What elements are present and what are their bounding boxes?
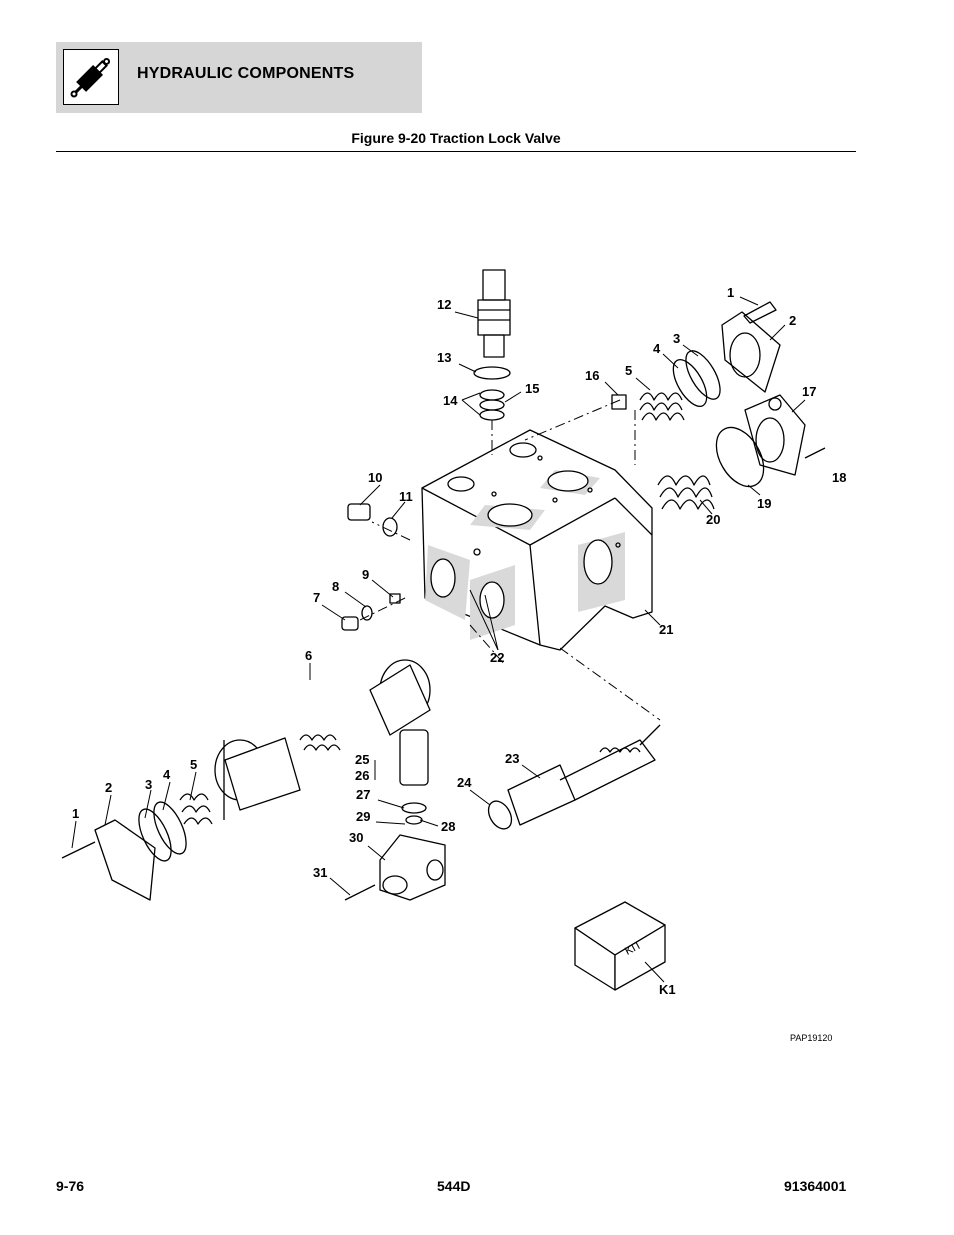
callout-29: 29 — [356, 809, 370, 824]
callout-20: 20 — [706, 512, 720, 527]
callout-12: 12 — [437, 297, 451, 312]
callout-22: 22 — [490, 650, 504, 665]
callout-8: 8 — [332, 579, 339, 594]
callout-4-right: 4 — [653, 341, 661, 356]
callout-2-right: 2 — [789, 313, 796, 328]
callout-28: 28 — [441, 819, 455, 834]
callout-26: 26 — [355, 768, 369, 783]
callout-3-left: 3 — [145, 777, 152, 792]
callout-16: 16 — [585, 368, 599, 383]
cartridge-valve — [477, 269, 511, 358]
callout-11: 11 — [399, 489, 413, 504]
callout-31: 31 — [313, 865, 327, 880]
header-rule — [56, 151, 856, 152]
model-number: 544D — [437, 1178, 471, 1194]
solenoid-cartridge — [399, 729, 429, 825]
callout-14: 14 — [443, 393, 458, 408]
callout-9: 9 — [362, 567, 369, 582]
callout-15: 15 — [525, 381, 539, 396]
callout-24: 24 — [457, 775, 472, 790]
callout-10: 10 — [368, 470, 382, 485]
page-number: 9-76 — [56, 1178, 85, 1194]
callout-18: 18 — [832, 470, 846, 485]
callout-2-left: 2 — [105, 780, 112, 795]
callout-30: 30 — [349, 830, 363, 845]
hydraulic-cylinder-icon — [63, 49, 119, 105]
callout-5-right: 5 — [625, 363, 632, 378]
drawing-id: PAP19120 — [790, 1033, 832, 1043]
callout-1-right: 1 — [727, 285, 734, 300]
callout-27: 27 — [356, 787, 370, 802]
spool-23 — [507, 724, 661, 826]
callout-23: 23 — [505, 751, 519, 766]
flange-17 — [744, 394, 806, 476]
callout-3-right: 3 — [673, 331, 680, 346]
figure-title: Figure 9-20 Traction Lock Valve — [351, 130, 561, 146]
callout-21: 21 — [659, 622, 673, 637]
document-number: 91364001 — [784, 1178, 847, 1194]
kit-box — [574, 901, 666, 991]
callout-k1: K1 — [659, 982, 676, 997]
callout-4-left: 4 — [163, 767, 171, 782]
section-title: HYDRAULIC COMPONENTS — [137, 65, 355, 82]
callout-5-left: 5 — [190, 757, 197, 772]
callout-13: 13 — [437, 350, 451, 365]
callout-6: 6 — [305, 648, 312, 663]
callout-19: 19 — [757, 496, 771, 511]
adapter-body-30 — [379, 834, 446, 901]
callout-17: 17 — [802, 384, 816, 399]
valve-body — [421, 429, 653, 651]
sleeve-assembly-6 — [214, 659, 431, 811]
cover-plate-right — [721, 311, 781, 393]
callout-25: 25 — [355, 752, 369, 767]
callout-1-left: 1 — [72, 806, 79, 821]
cover-plate-left — [94, 819, 156, 901]
callout-7: 7 — [313, 590, 320, 605]
